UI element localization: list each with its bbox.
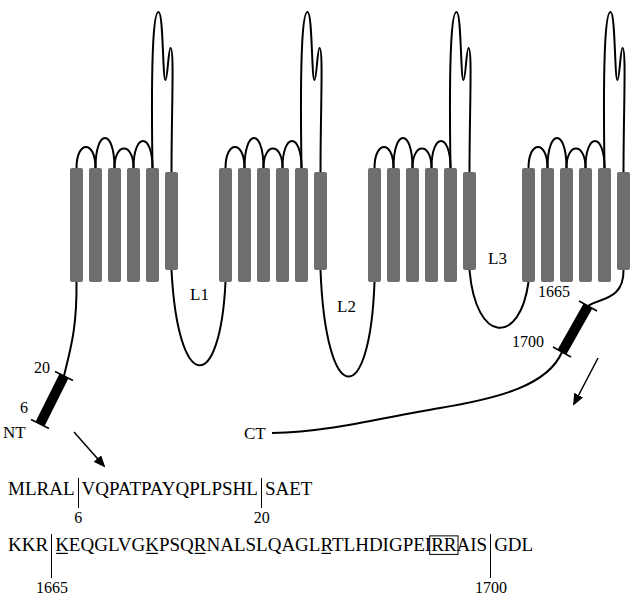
- transmembrane-helix: [598, 168, 611, 282]
- transmembrane-helix: [579, 168, 592, 282]
- sequence-segment: VQPATPAYQPLPSHL: [82, 478, 258, 501]
- transmembrane-helix: [406, 168, 419, 282]
- loop-label: L2: [337, 298, 356, 315]
- transmembrane-helix: [295, 168, 308, 282]
- extracellular-loop: [586, 141, 605, 168]
- extracellular-loop: [134, 141, 153, 168]
- extracellular-loop: [264, 149, 283, 169]
- pore-loop: [604, 12, 625, 172]
- intracellular-loop: [172, 270, 226, 365]
- extracellular-loop: [567, 149, 586, 169]
- transmembrane-helix: [70, 168, 83, 282]
- transmembrane-helix: [146, 168, 159, 282]
- intracellular-loop: [321, 270, 375, 377]
- extracellular-loop: [375, 147, 394, 168]
- sequence-segment: MLRAL: [8, 478, 75, 501]
- transmembrane-helix: [425, 168, 438, 282]
- transmembrane-helix: [89, 168, 102, 282]
- residue-number: 1665: [36, 580, 68, 596]
- segment-tick: [31, 420, 49, 429]
- terminus-label: CT: [244, 425, 266, 442]
- ct-tail: [588, 270, 624, 306]
- transmembrane-helix: [219, 168, 232, 282]
- transmembrane-helix: [165, 172, 178, 270]
- domain: [219, 12, 327, 282]
- transmembrane-helix: [276, 168, 289, 282]
- transmembrane-helix: [387, 168, 400, 282]
- segment-bar: [562, 306, 588, 352]
- loop-label: L1: [190, 286, 209, 303]
- sequence-segment: GDL: [494, 534, 533, 557]
- sequence-line: KKR KEQGLVGKPSQRNALSLQAGLRTLHDIGPEIRRAIS G…: [8, 534, 533, 578]
- extracellular-loop: [77, 147, 96, 168]
- segment-boundary: [261, 478, 262, 508]
- ct-tail: [272, 352, 562, 433]
- sequence-segment: KEQGLVGKPSQRNALSLQAGLRTLHDIGPEIRRAIS: [55, 534, 487, 557]
- pointer-arrow: [74, 432, 104, 466]
- pore-loop: [301, 12, 322, 172]
- transmembrane-helix: [444, 168, 457, 282]
- segment-tick: [55, 372, 73, 381]
- sequence-segment: SAET: [265, 478, 313, 501]
- residue-number: 20: [34, 360, 50, 376]
- extracellular-loop: [283, 141, 302, 168]
- extracellular-loop: [529, 147, 548, 168]
- extracellular-loop: [432, 141, 451, 168]
- pore-loop: [450, 12, 471, 172]
- residue-number: 1700: [512, 334, 544, 350]
- transmembrane-helix: [238, 168, 251, 282]
- transmembrane-helix: [617, 172, 630, 270]
- terminus-label: NT: [3, 424, 26, 441]
- transmembrane-helix: [314, 172, 327, 270]
- segment-tick: [553, 347, 571, 357]
- residue-number: 1700: [475, 580, 507, 596]
- transmembrane-helix: [368, 168, 381, 282]
- residue-number: 1665: [538, 284, 570, 300]
- nt-tail: [64, 282, 77, 376]
- transmembrane-helix: [108, 168, 121, 282]
- loop-label: L3: [488, 250, 507, 267]
- extracellular-loop: [245, 138, 264, 168]
- transmembrane-helix: [541, 168, 554, 282]
- extracellular-loop: [226, 147, 245, 168]
- extracellular-loop: [413, 149, 432, 169]
- segment-boundary: [51, 534, 52, 578]
- domain: [522, 12, 630, 282]
- sequence-line: MLRAL VQPATPAYQPLPSHL SAET: [8, 478, 312, 508]
- extracellular-loop: [96, 138, 115, 168]
- segment-boundary: [490, 534, 491, 578]
- segment-boundary: [78, 478, 79, 508]
- transmembrane-helix: [560, 168, 573, 282]
- pore-loop: [152, 12, 173, 172]
- segment-tick: [579, 301, 597, 311]
- residue-number: 20: [254, 510, 270, 526]
- residue-number: 6: [74, 510, 82, 526]
- extracellular-loop: [394, 138, 413, 168]
- transmembrane-helix: [127, 168, 140, 282]
- transmembrane-helix: [463, 172, 476, 270]
- extracellular-loop: [548, 138, 567, 168]
- pointer-arrow: [574, 358, 598, 404]
- domain: [70, 12, 178, 282]
- domain: [368, 12, 476, 282]
- transmembrane-helix: [257, 168, 270, 282]
- transmembrane-helix: [522, 168, 535, 282]
- residue-number: 6: [20, 400, 28, 416]
- extracellular-loop: [115, 149, 134, 169]
- sequence-segment: KKR: [8, 534, 48, 557]
- intracellular-loop: [470, 270, 529, 328]
- segment-bar: [40, 376, 64, 424]
